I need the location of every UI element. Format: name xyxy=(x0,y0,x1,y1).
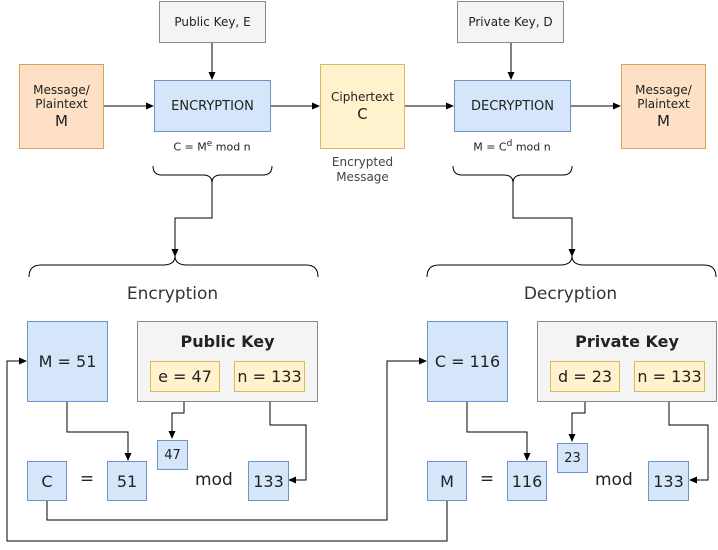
decryption-section-title: Decryption xyxy=(523,284,618,304)
enc-base-box: 51 xyxy=(107,461,147,501)
public-key-label: Public Key, xyxy=(174,15,244,29)
dec-key-n-value: n = 133 xyxy=(637,367,702,386)
key-e-value: e = 47 xyxy=(158,367,212,386)
dec-exponent-value: 23 xyxy=(564,450,581,466)
dec-key-n-box: n = 133 xyxy=(634,361,705,392)
private-key-panel-title: Private Key xyxy=(575,332,679,351)
dec-result-box: M xyxy=(427,461,467,501)
enc-mod-label: mod xyxy=(195,470,233,490)
public-key-symbol: E xyxy=(243,15,251,29)
private-key-box: Private Key, D xyxy=(457,1,564,43)
dec-result-value: M xyxy=(440,471,454,491)
dec-modulus-value: 133 xyxy=(653,471,684,491)
dec-input-box: C = 116 xyxy=(427,321,508,402)
dec-mod-label: mod xyxy=(595,470,633,490)
public-key-panel-title: Public Key xyxy=(180,332,275,351)
encryption-section-title: Encryption xyxy=(126,284,219,304)
enc-input-value: M = 51 xyxy=(38,352,97,371)
ciphertext-label: Ciphertext xyxy=(331,90,394,104)
enc-modulus-value: 133 xyxy=(253,471,284,491)
dec-modulus-box: 133 xyxy=(648,461,689,501)
enc-input-box: M = 51 xyxy=(27,321,108,402)
message-right-line1: Message/ xyxy=(635,83,692,97)
enc-modulus-box: 133 xyxy=(248,461,289,501)
decryption-label: DECRYPTION xyxy=(470,98,554,114)
enc-result-box: C xyxy=(27,461,67,501)
enc-equals: = xyxy=(79,469,95,489)
encryption-formula: C = Me mod n xyxy=(173,139,251,154)
decryption-box: DECRYPTION xyxy=(454,80,571,132)
ciphertext-symbol: C xyxy=(357,105,368,123)
dec-base-value: 116 xyxy=(511,471,543,491)
message-plaintext-right: Message/ Plaintext M xyxy=(621,64,706,149)
private-key-symbol: D xyxy=(543,15,553,29)
enc-result-value: C xyxy=(41,471,53,491)
enc-exponent-value: 47 xyxy=(164,447,181,463)
message-right-symbol: M xyxy=(657,112,670,130)
dec-exponent-box: 23 xyxy=(557,443,588,473)
message-right-line2: Plaintext xyxy=(637,97,690,111)
message-left-line1: Message/ xyxy=(33,83,90,97)
enc-base-value: 51 xyxy=(116,471,138,491)
dec-input-value: C = 116 xyxy=(434,352,501,371)
encryption-label: ENCRYPTION xyxy=(171,98,254,114)
dec-base-box: 116 xyxy=(507,461,547,501)
key-d-box: d = 23 xyxy=(550,361,620,392)
key-e-box: e = 47 xyxy=(150,361,220,392)
enc-key-n-box: n = 133 xyxy=(234,361,305,392)
dec-equals: = xyxy=(479,469,495,489)
enc-key-n-value: n = 133 xyxy=(237,367,302,386)
key-d-value: d = 23 xyxy=(557,367,613,386)
private-key-label: Private Key, xyxy=(468,15,544,29)
ciphertext-box: Ciphertext C xyxy=(320,64,405,149)
message-left-line2: Plaintext xyxy=(35,97,88,111)
encryption-box: ENCRYPTION xyxy=(154,80,271,132)
encrypted-message-label: Encrypted Message xyxy=(331,155,394,184)
message-left-symbol: M xyxy=(55,112,68,130)
enc-exponent-box: 47 xyxy=(157,440,188,470)
public-key-box: Public Key, E xyxy=(159,1,266,43)
decryption-formula: M = Cd mod n xyxy=(473,139,551,154)
message-plaintext-left: Message/ Plaintext M xyxy=(19,64,104,149)
